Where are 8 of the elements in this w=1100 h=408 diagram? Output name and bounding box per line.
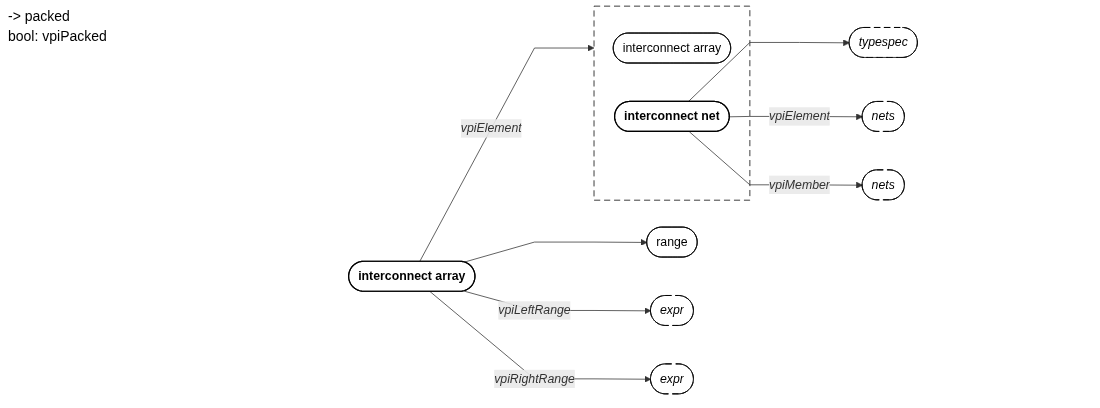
cluster <box>593 5 751 201</box>
edge-label: vpiMember <box>769 177 830 191</box>
node-annotation: -> packed <box>8 8 71 24</box>
edge-label: vpiElement <box>769 109 830 123</box>
node-annotation: bool: vpiPacked <box>8 28 108 44</box>
edge-label: vpiElement <box>460 121 522 135</box>
edge-label: vpiRightRange <box>494 371 575 386</box>
edge-label: vpiLeftRange <box>498 303 571 317</box>
